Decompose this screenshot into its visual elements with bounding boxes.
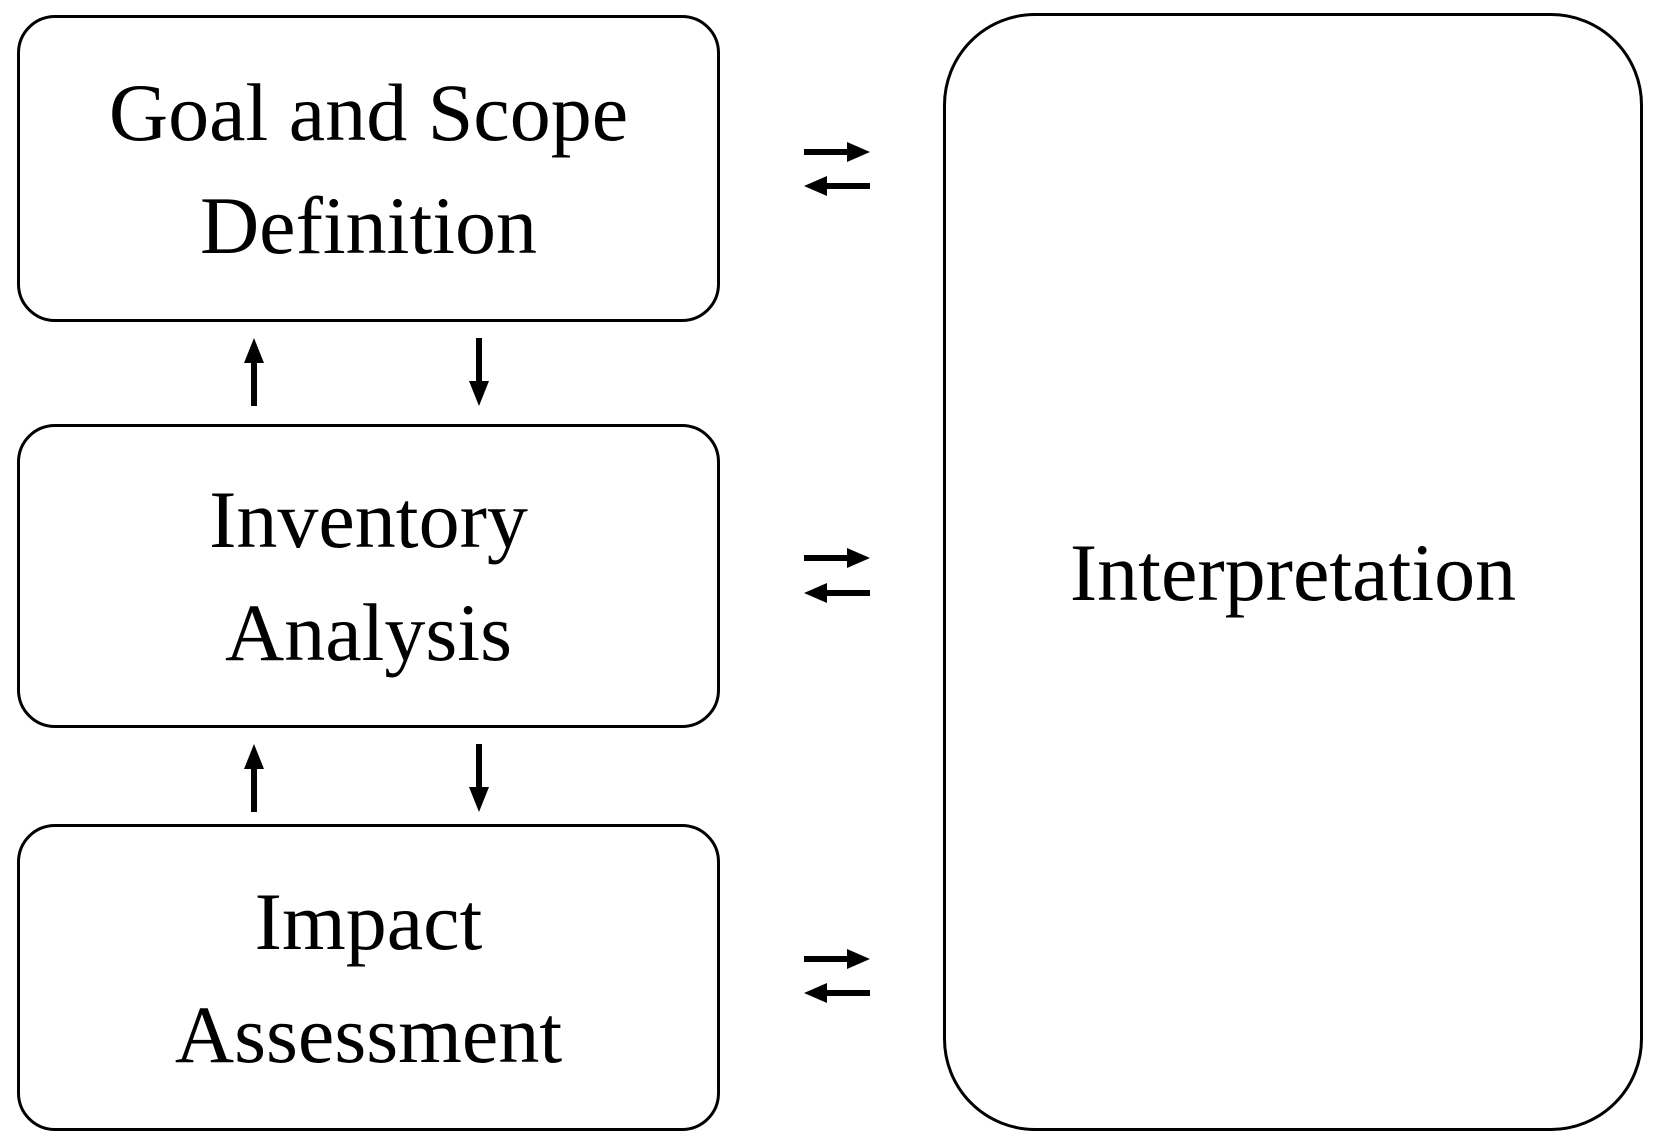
up-arrow-icon: [240, 338, 268, 406]
down-arrow-icon: [465, 744, 493, 812]
inventory-line1: Inventory: [209, 474, 528, 565]
right-arrow-icon: [804, 945, 870, 973]
right-arrow-icon: [804, 544, 870, 572]
interpretation-box: Interpretation: [943, 13, 1643, 1131]
impact-line1: Impact: [254, 875, 483, 967]
impact-line2: Assessment: [174, 988, 563, 1080]
impact-assessment-label: Impact Assessment: [175, 865, 562, 1091]
impact-assessment-box: Impact Assessment: [17, 824, 720, 1131]
left-arrow-icon: [804, 979, 870, 1007]
up-arrow-icon: [240, 744, 268, 812]
down-arrow-icon: [465, 338, 493, 406]
goal-scope-line1: Goal and Scope: [108, 66, 629, 158]
interpretation-label: Interpretation: [1069, 526, 1517, 618]
inventory-analysis-box: Inventory Analysis: [17, 424, 720, 728]
inventory-line2: Analysis: [224, 587, 512, 678]
left-arrow-icon: [804, 579, 870, 607]
left-arrow-icon: [804, 172, 870, 200]
goal-scope-definition-label: Goal and Scope Definition: [109, 56, 628, 282]
inventory-analysis-label: Inventory Analysis: [209, 463, 528, 689]
goal-scope-definition-box: Goal and Scope Definition: [17, 15, 720, 322]
goal-scope-line2: Definition: [199, 179, 538, 271]
right-arrow-icon: [804, 138, 870, 166]
